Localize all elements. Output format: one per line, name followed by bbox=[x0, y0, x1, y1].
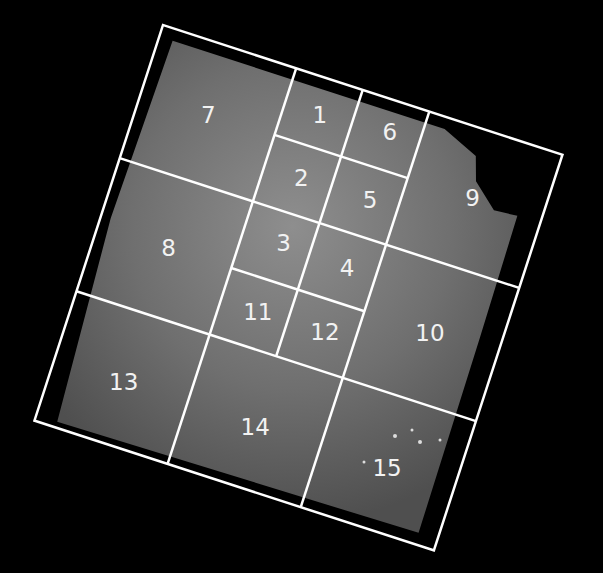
callout-number: 3 bbox=[276, 231, 291, 254]
callout-number: 6 bbox=[383, 121, 398, 144]
callout-number: 13 bbox=[109, 371, 138, 394]
callout-number: 5 bbox=[363, 188, 378, 211]
callout-number: 15 bbox=[372, 456, 401, 479]
callout-number: 10 bbox=[415, 321, 444, 344]
callout-number: 11 bbox=[243, 301, 272, 324]
callout-number: 9 bbox=[465, 187, 480, 210]
callout-number: 8 bbox=[161, 236, 176, 259]
callout-number: 4 bbox=[340, 256, 355, 279]
callout-number: 1 bbox=[313, 103, 328, 126]
callout-number: 14 bbox=[241, 416, 270, 439]
callout-number: 2 bbox=[294, 167, 309, 190]
callout-number: 7 bbox=[201, 104, 216, 127]
grid bbox=[34, 25, 562, 550]
callout-number: 12 bbox=[310, 321, 339, 344]
specimen bbox=[46, 40, 540, 539]
